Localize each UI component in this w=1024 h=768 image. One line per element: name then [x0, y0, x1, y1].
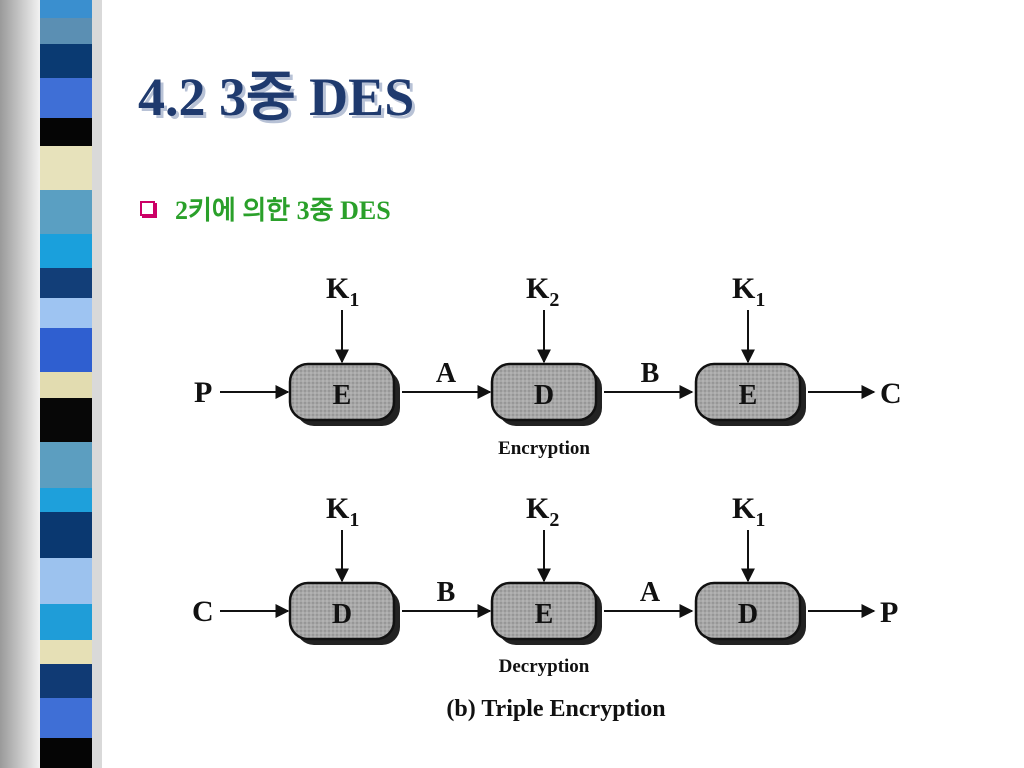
decryption-label: Decryption: [499, 656, 590, 677]
triple-des-diagram: P K1 E A K2 D B K1 E: [192, 272, 902, 722]
diagram-caption: (b) Triple Encryption: [446, 696, 665, 722]
dec-stage-2-op: E: [535, 599, 554, 630]
dec-intermediate-1: B: [437, 577, 456, 608]
enc-stage-1-key: K1: [326, 272, 359, 311]
square-bullet-icon: [140, 201, 155, 216]
decryption-row: C K1 D B K2 E A K1 D: [192, 492, 898, 677]
encryption-label: Encryption: [498, 438, 590, 459]
dec-stage-2: K2 E: [490, 492, 602, 645]
dec-intermediate-2: A: [640, 577, 661, 608]
dec-stage-1-op: D: [332, 599, 352, 630]
enc-input-label: P: [194, 376, 212, 409]
enc-stage-2-op: D: [534, 380, 554, 411]
dec-stage-3: K1 D: [694, 492, 806, 645]
slide-title: 4.2 3중 DES: [138, 67, 415, 127]
enc-output-label: C: [880, 377, 902, 410]
dec-stage-3-key: K1: [732, 492, 765, 531]
dec-stage-1: K1 D: [288, 492, 400, 645]
enc-stage-1: K1 E: [288, 272, 400, 426]
dec-output-label: P: [880, 596, 898, 629]
decorative-stripe-sidebar: [0, 0, 115, 768]
enc-stage-3-op: E: [739, 380, 758, 411]
enc-stage-3: K1 E: [694, 272, 806, 426]
dec-stage-3-op: D: [738, 599, 758, 630]
enc-intermediate-2: B: [641, 358, 660, 389]
enc-stage-1-op: E: [333, 380, 352, 411]
bullet-text: 2키에 의한 3중 DES: [175, 196, 391, 225]
enc-stage-2-key: K2: [526, 272, 559, 311]
dec-input-label: C: [192, 595, 214, 628]
enc-stage-2: K2 D: [490, 272, 602, 426]
encryption-row: P K1 E A K2 D B K1 E: [194, 272, 902, 459]
dec-stage-2-key: K2: [526, 492, 559, 531]
dec-stage-1-key: K1: [326, 492, 359, 531]
enc-stage-3-key: K1: [732, 272, 765, 311]
enc-intermediate-1: A: [436, 358, 457, 389]
bullet-item: 2키에 의한 3중 DES: [140, 190, 391, 227]
